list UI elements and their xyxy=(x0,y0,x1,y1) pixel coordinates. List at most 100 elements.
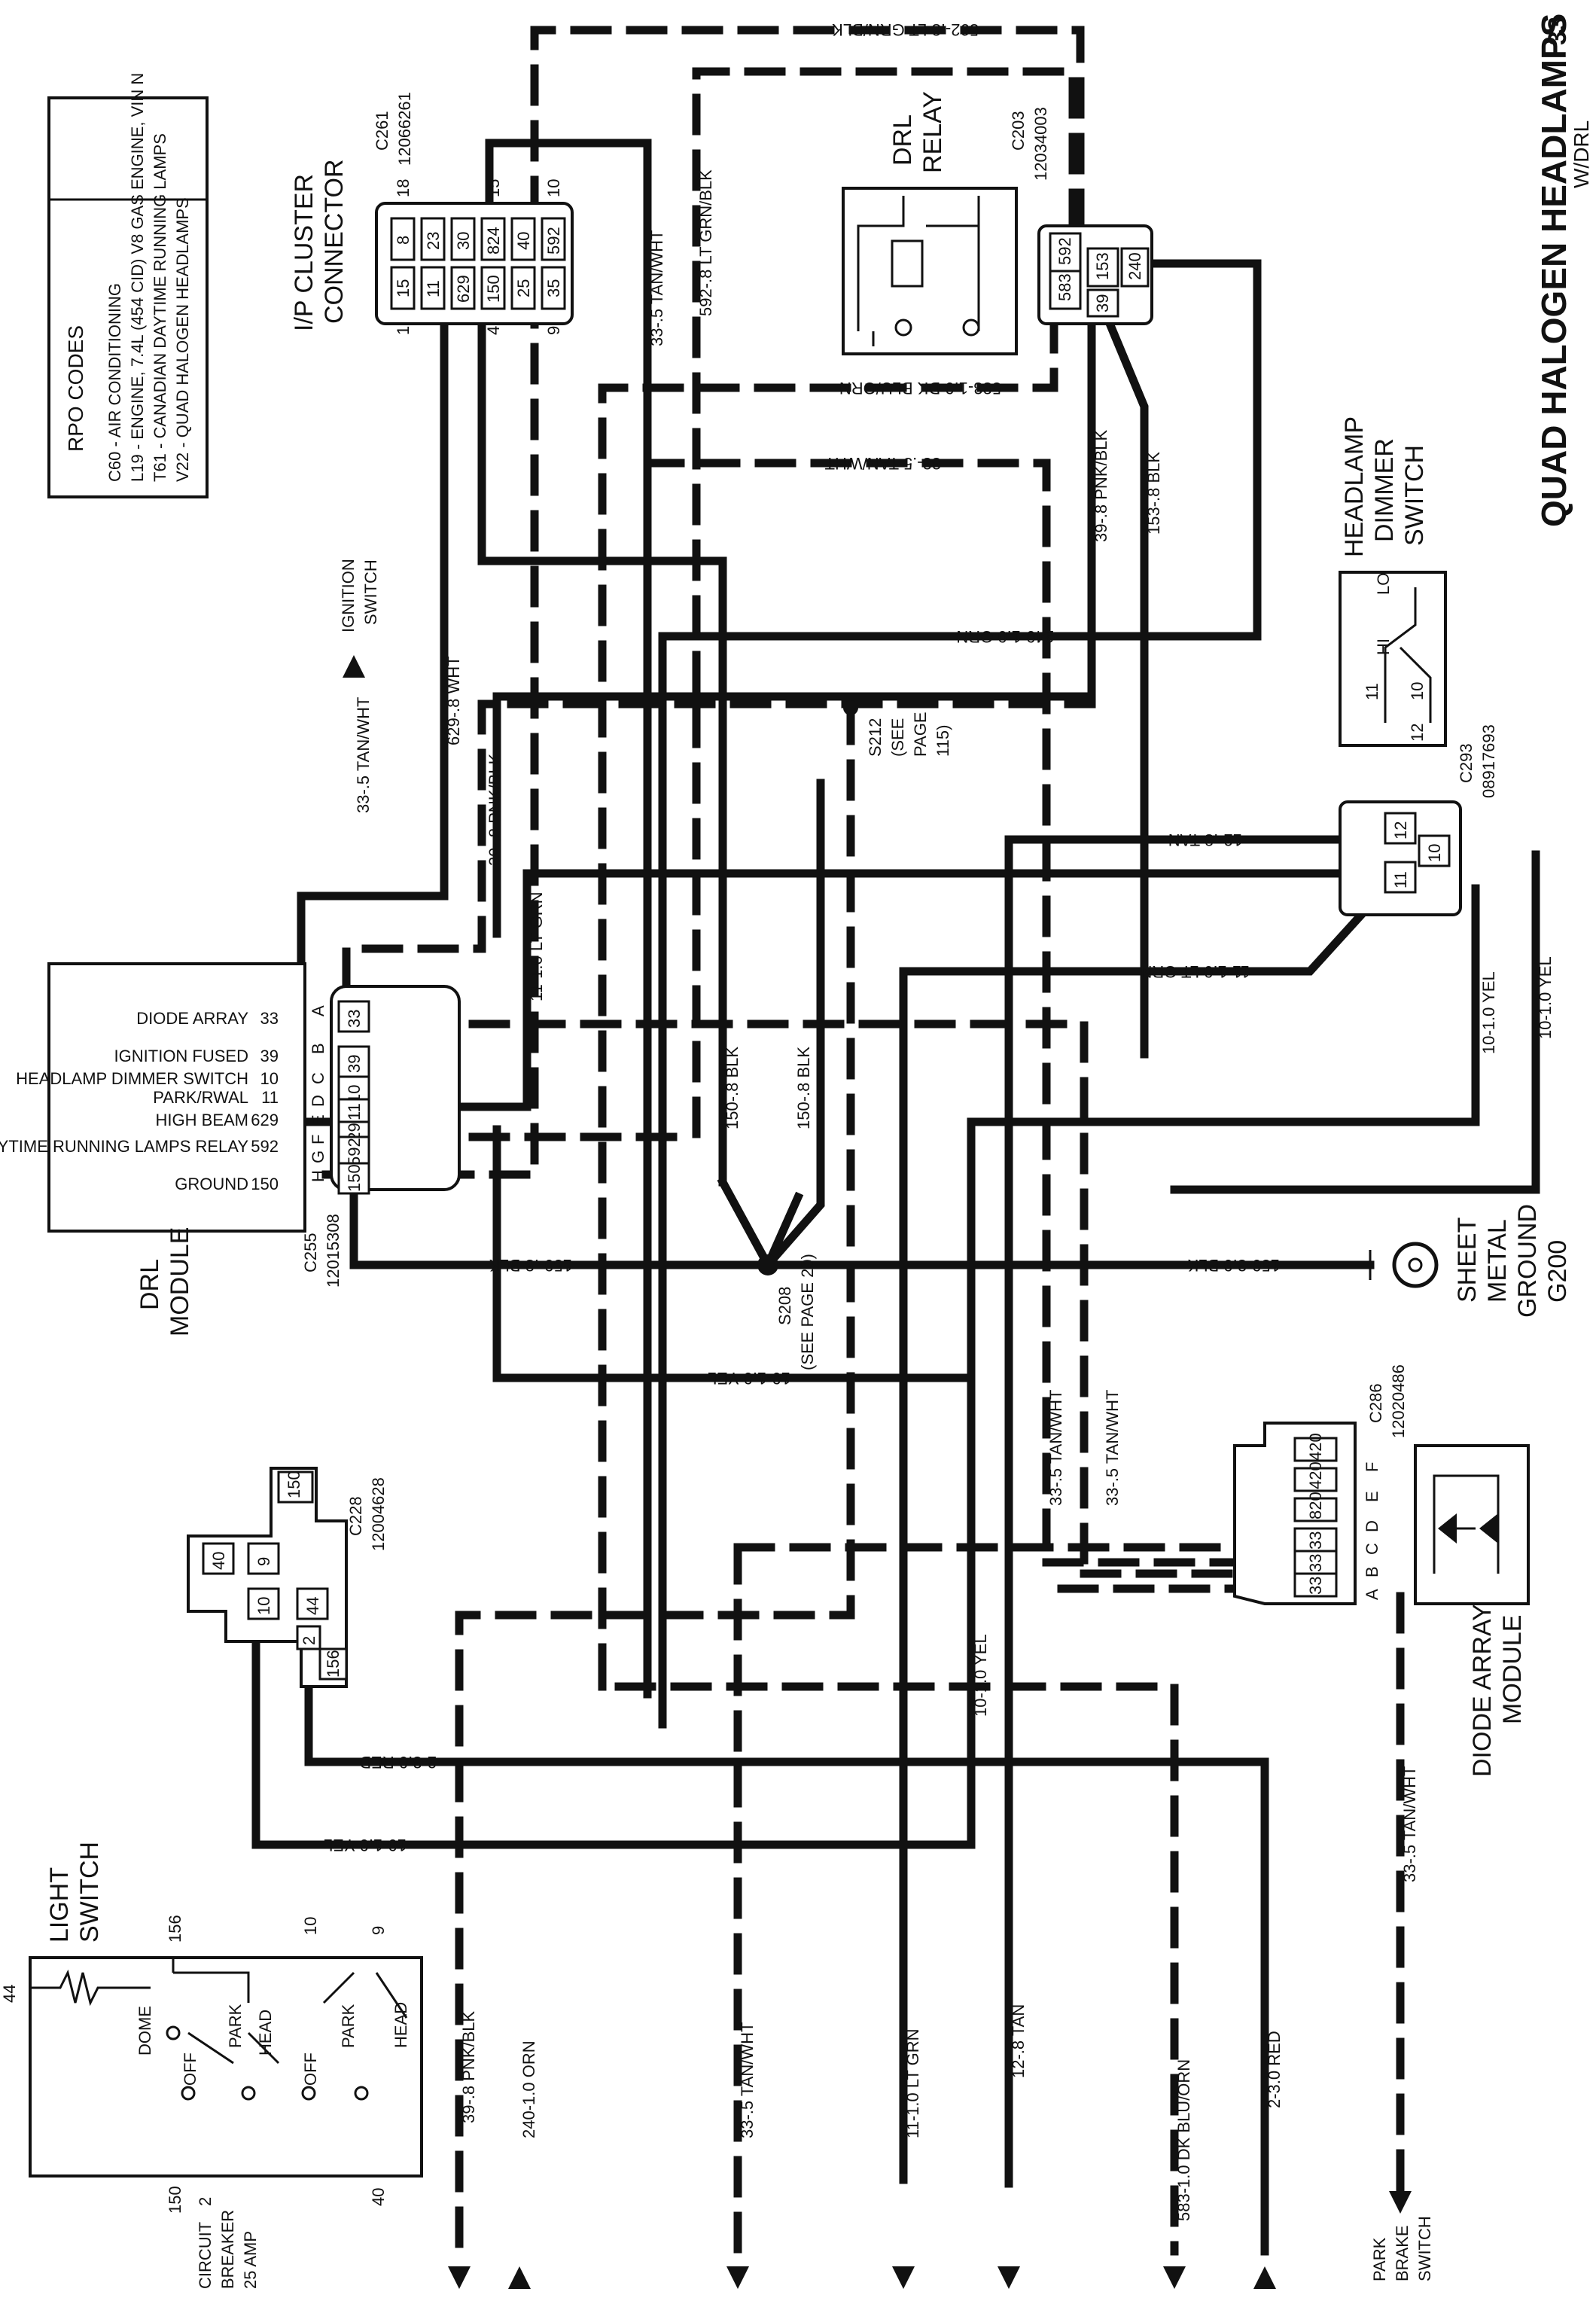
svg-text:23: 23 xyxy=(424,232,443,250)
ip-cluster-connector: I/P CLUSTER CONNECTOR C261 12066261 15 1… xyxy=(290,92,574,335)
svg-text:B: B xyxy=(1363,1566,1381,1577)
svg-text:D: D xyxy=(309,1095,327,1107)
svg-text:39: 39 xyxy=(260,1047,279,1065)
rpo-line-2: L19 - ENGINE, 7.4L (454 CID) V8 GAS ENGI… xyxy=(128,73,147,482)
svg-text:629-.8 WHT: 629-.8 WHT xyxy=(444,656,463,745)
svg-text:PARK: PARK xyxy=(1370,2237,1389,2281)
wire-629 xyxy=(297,319,449,1126)
svg-text:11: 11 xyxy=(345,1103,364,1120)
svg-text:150: 150 xyxy=(251,1175,279,1193)
drl-module-functions: 33 DIODE ARRAY 39 IGNITION FUSED 10 HEAD… xyxy=(0,1009,279,1193)
svg-text:150: 150 xyxy=(166,2186,184,2214)
offpage-arrows: IGNITION SWITCH PARK BRAKE SWITCH xyxy=(339,559,1434,2289)
title-sub: W/DRL xyxy=(1570,120,1593,188)
wire-33-drl xyxy=(357,1019,1089,1578)
svg-text:25: 25 xyxy=(514,279,533,297)
svg-text:C: C xyxy=(1363,1543,1381,1555)
svg-text:33-.5 TAN/WHT: 33-.5 TAN/WHT xyxy=(738,2022,757,2138)
svg-text:10-1.0 YEL: 10-1.0 YEL xyxy=(1479,971,1498,1054)
diode-name-1: DIODE ARRAY xyxy=(1468,1604,1497,1777)
svg-text:39: 39 xyxy=(1093,294,1112,312)
arrow-park-brake xyxy=(1389,2191,1412,2214)
wire-11-dim xyxy=(899,882,1391,2184)
svg-text:12: 12 xyxy=(1391,821,1410,840)
svg-text:150: 150 xyxy=(285,1470,303,1498)
wire-592-top xyxy=(312,26,1085,1179)
svg-text:11: 11 xyxy=(1391,871,1410,888)
svg-text:B: B xyxy=(309,1043,327,1054)
light-switch-name-2: SWITCH xyxy=(75,1842,104,1943)
svg-text:CIRCUIT: CIRCUIT xyxy=(196,2222,215,2289)
svg-text:IGNITION: IGNITION xyxy=(339,559,358,632)
svg-text:156: 156 xyxy=(324,1650,343,1678)
c228-part: 12004628 xyxy=(369,1477,388,1551)
svg-text:1: 1 xyxy=(394,326,413,335)
ground-name-3: GROUND xyxy=(1513,1204,1542,1318)
wire-12 xyxy=(1004,835,1345,2188)
svg-text:A: A xyxy=(1363,1589,1381,1600)
wire-s212 xyxy=(455,703,855,2256)
svg-text:OFF: OFF xyxy=(181,2053,200,2086)
svg-text:E: E xyxy=(309,1114,327,1126)
c293-part: 08917693 xyxy=(1479,724,1498,798)
wire-10-dim xyxy=(967,884,1480,1375)
light-switch-name-1: LIGHT xyxy=(45,1867,74,1943)
svg-text:10: 10 xyxy=(301,1917,320,1935)
svg-text:33: 33 xyxy=(1306,1531,1325,1550)
svg-text:11: 11 xyxy=(1363,683,1381,700)
svg-text:SWITCH: SWITCH xyxy=(361,559,380,625)
svg-text:592: 592 xyxy=(345,1138,364,1166)
svg-text:40: 40 xyxy=(514,232,533,250)
svg-text:153-.8 BLK: 153-.8 BLK xyxy=(1144,452,1163,535)
ground-name-2: METAL xyxy=(1483,1219,1512,1303)
svg-text:11-1.0 LT GRN: 11-1.0 LT GRN xyxy=(1140,962,1250,981)
c261-part: 12066261 xyxy=(395,92,414,166)
svg-text:12-.8 TAN: 12-.8 TAN xyxy=(1168,830,1242,849)
svg-text:10-1.0 YEL: 10-1.0 YEL xyxy=(971,1634,990,1717)
sheet-metal-ground: SHEET METAL GROUND G200 xyxy=(1369,1204,1572,1318)
svg-text:153: 153 xyxy=(1093,252,1112,280)
svg-text:HI: HI xyxy=(1374,638,1393,655)
svg-text:39-.8 PNK/BLK: 39-.8 PNK/BLK xyxy=(459,2010,478,2123)
svg-text:15: 15 xyxy=(484,179,503,197)
svg-text:BRAKE: BRAKE xyxy=(1393,2225,1412,2281)
arrow-ignition xyxy=(343,655,365,678)
svg-text:IGNITION FUSED: IGNITION FUSED xyxy=(114,1047,248,1065)
svg-text:DAYTIME RUNNING LAMPS RELAY: DAYTIME RUNNING LAMPS RELAY xyxy=(0,1137,248,1156)
wire-592-ip xyxy=(692,67,1077,1149)
title-main: QUAD HALOGEN HEADLAMPS xyxy=(1534,14,1573,527)
wires xyxy=(251,26,1540,2256)
rpo-line-3: T61 - CANADIAN DAYTIME RUNNING LAMPS xyxy=(151,133,169,482)
splices: S212 (SEE PAGE 115) S208 (SEE PAGE 20) xyxy=(757,700,952,1370)
svg-text:12-.8 TAN: 12-.8 TAN xyxy=(1009,2004,1028,2078)
svg-text:2-3.0 RED: 2-3.0 RED xyxy=(359,1753,437,1772)
ground-name-1: SHEET xyxy=(1453,1218,1482,1303)
svg-text:OFF: OFF xyxy=(301,2053,320,2086)
svg-text:H: H xyxy=(309,1170,327,1182)
wire-33-ip xyxy=(485,139,652,1699)
svg-text:15: 15 xyxy=(394,279,413,297)
svg-text:150-.8 BLK: 150-.8 BLK xyxy=(723,1047,742,1129)
wire-150-drl xyxy=(349,1155,772,1269)
svg-text:A: A xyxy=(309,1005,327,1016)
c293-label: C293 xyxy=(1457,743,1476,783)
svg-text:2: 2 xyxy=(196,2197,215,2206)
c261-pins-left: 15 11 629 150 25 35 xyxy=(390,266,566,310)
svg-text:DOME: DOME xyxy=(136,2006,154,2056)
wire-33-mid xyxy=(643,459,1051,1563)
svg-text:18: 18 xyxy=(394,179,413,197)
wire-33-c286 xyxy=(733,1543,1239,1593)
rpo-codes-box xyxy=(47,96,209,498)
svg-text:GROUND: GROUND xyxy=(175,1175,248,1193)
c286-part: 12020486 xyxy=(1389,1364,1408,1438)
drl-module: 33 39 10 11 629 592 150 A B C D E F G H … xyxy=(0,962,461,1336)
ip-cluster-name-1: I/P CLUSTER xyxy=(290,174,318,331)
wire-39-drl xyxy=(342,523,1096,1074)
svg-text:150: 150 xyxy=(484,275,503,303)
svg-text:2: 2 xyxy=(300,1636,318,1645)
svg-text:240-1.0 ORN: 240-1.0 ORN xyxy=(519,2040,538,2138)
svg-text:DIODE ARRAY: DIODE ARRAY xyxy=(136,1009,248,1028)
svg-text:35: 35 xyxy=(544,279,563,297)
svg-text:10: 10 xyxy=(1425,844,1444,862)
wire-labels: 592-.8 LT GRN/BLK 592-.8 LT GRN/BLK 33-.… xyxy=(324,20,1555,2221)
